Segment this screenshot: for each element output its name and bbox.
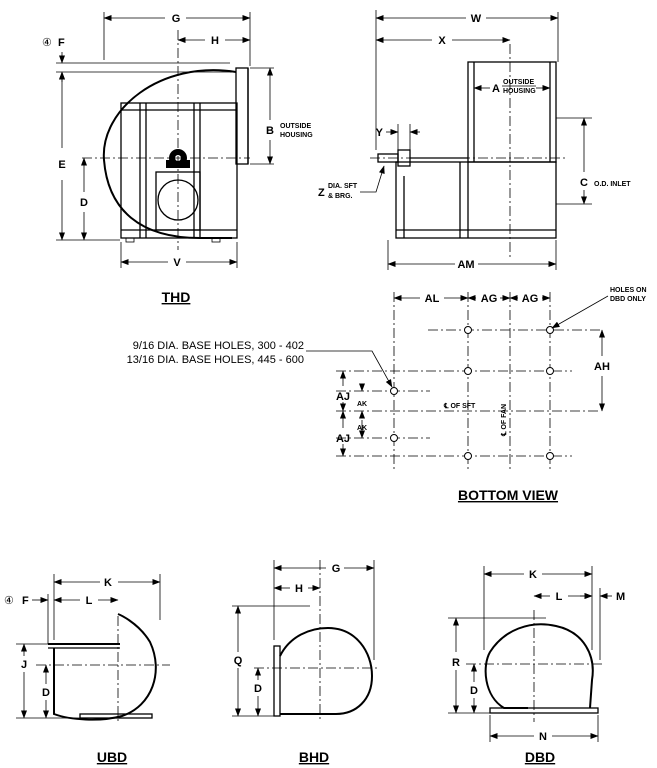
- dim-al-label: AL: [425, 293, 440, 305]
- housing-label-b: HOUSING: [280, 132, 313, 139]
- dim-h-label: H: [211, 35, 219, 47]
- dim-y-label: Y: [376, 127, 384, 139]
- dim-aj-label-1: AJ: [336, 391, 350, 403]
- dbd-dim-l: L: [556, 591, 563, 603]
- dim-v-label: V: [173, 257, 181, 269]
- thd-housing-scroll: [102, 69, 237, 239]
- ubd-dim-k: K: [104, 577, 112, 589]
- bottom-view-title: BOTTOM VIEW: [458, 487, 559, 503]
- base-hole: [464, 367, 472, 375]
- ubd-dim-l: L: [86, 595, 93, 607]
- dbd-view: K L M R D N DBD: [448, 566, 625, 765]
- dbd-title: DBD: [525, 749, 555, 765]
- bottom-view: AL AG AG HOLES ON DBD ONLY AH AJ AJ AK A…: [127, 287, 647, 503]
- dim-w-label: W: [471, 13, 482, 25]
- ubd-title: UBD: [97, 749, 127, 765]
- base-holes-note-large: 13/16 DIA. BASE HOLES, 445 - 600: [127, 354, 304, 366]
- bhd-housing: [279, 626, 374, 715]
- dbd-only-note: DBD ONLY: [610, 296, 646, 303]
- base-hole: [390, 434, 398, 442]
- footnote-4-thd: ④: [42, 37, 52, 49]
- dim-aj-label-2: AJ: [336, 433, 350, 445]
- dim-e-label: E: [58, 159, 65, 171]
- ubd-dim-f: F: [22, 595, 29, 607]
- outside-housing-label-a: OUTSIDE: [503, 79, 534, 86]
- bhd-view: G H Q D BHD: [232, 560, 380, 765]
- bhd-dim-g: G: [332, 563, 341, 575]
- bhd-dim-q: Q: [234, 655, 243, 667]
- dbd-housing: [484, 623, 594, 709]
- thd-end-view: W X A OUTSIDE HOUSING Y Z DIA. SFT & BRG…: [318, 10, 631, 271]
- bhd-dim-d: D: [254, 683, 262, 695]
- dbd-dim-n: N: [539, 731, 547, 743]
- end-housing: [467, 61, 557, 163]
- dim-a-label: A: [492, 83, 500, 95]
- dim-b-label: B: [266, 125, 274, 137]
- dim-ag-label-2: AG: [522, 293, 539, 305]
- dim-c-label: C: [580, 177, 588, 189]
- base-hole: [464, 326, 472, 334]
- od-inlet-label: O.D. INLET: [594, 181, 631, 188]
- cl-sft-label: ℄ OF SFT: [443, 402, 476, 410]
- bhd-title: BHD: [299, 749, 329, 765]
- dim-ag-label-1: AG: [481, 293, 498, 305]
- base-hole: [464, 452, 472, 460]
- base-hole: [390, 387, 398, 395]
- base-hole: [546, 326, 554, 334]
- brg-label: & BRG.: [328, 193, 353, 200]
- dim-ak-label-1: AK: [357, 401, 367, 408]
- dim-g-label: G: [172, 13, 181, 25]
- thd-frame: [120, 102, 238, 239]
- end-frame: [395, 161, 557, 239]
- holes-on-note: HOLES ON: [610, 287, 647, 294]
- ubd-housing: [53, 613, 157, 721]
- ubd-dim-j: J: [21, 659, 27, 671]
- dim-f-label: F: [58, 37, 65, 49]
- housing-label-a: HOUSING: [503, 88, 536, 95]
- base-hole: [546, 367, 554, 375]
- thd-outlet-flange: [235, 67, 249, 165]
- bhd-dim-h: H: [295, 583, 303, 595]
- dbd-dim-k: K: [529, 569, 537, 581]
- footnote-4-ubd: ④: [4, 595, 14, 607]
- dim-ah-label: AH: [594, 361, 610, 373]
- dim-x-label: X: [438, 35, 446, 47]
- dim-z-label: Z: [318, 187, 325, 199]
- dim-ak-label-2: AK: [357, 425, 367, 432]
- dbd-dim-d: D: [470, 685, 478, 697]
- thd-view: G H ④ F E D B OUTSIDE HOUSING V TH: [42, 12, 313, 305]
- base-holes-note-small: 9/16 DIA. BASE HOLES, 300 - 402: [133, 340, 304, 352]
- thd-title: THD: [162, 289, 191, 305]
- outside-housing-label-b: OUTSIDE: [280, 123, 311, 130]
- ubd-dim-d: D: [42, 687, 50, 699]
- dia-sft-label: DIA. SFT: [328, 183, 358, 190]
- dbd-dim-r: R: [452, 657, 460, 669]
- dim-am-label: AM: [457, 259, 474, 271]
- cl-fan-label: ℄ OF FAN: [500, 404, 508, 437]
- base-hole: [546, 452, 554, 460]
- dim-d-label-thd: D: [80, 197, 88, 209]
- ubd-view: K L ④ F J D UBD: [4, 574, 170, 765]
- dbd-dim-m: M: [616, 591, 625, 603]
